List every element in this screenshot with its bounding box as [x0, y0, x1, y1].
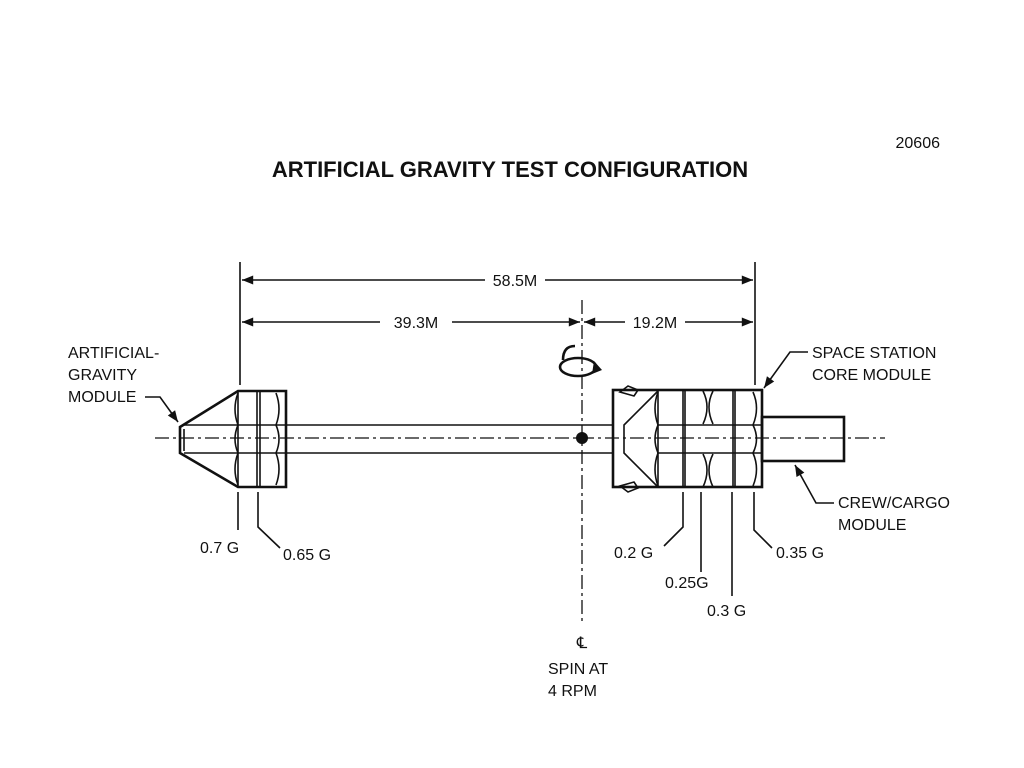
- gravity-label-0-2g: 0.2 G: [614, 545, 653, 562]
- dimension-right-label: 19.2M: [633, 315, 677, 332]
- gravity-label-0-65g: 0.65 G: [283, 547, 331, 564]
- figure-title: ARTIFICIAL GRAVITY TEST CONFIGURATION: [272, 157, 748, 182]
- spin-label-line2: 4 RPM: [548, 683, 597, 700]
- gravity-label-0-35g: 0.35 G: [776, 545, 824, 562]
- dimension-total: 58.5M: [242, 273, 754, 290]
- core-module-shape: [611, 385, 764, 493]
- ag-module-label: ARTIFICIAL- GRAVITY MODULE: [68, 345, 179, 423]
- crew-module-label-line1: CREW/CARGO: [838, 495, 950, 512]
- figure-number: 20606: [896, 135, 941, 152]
- gravity-label-0-7g: 0.7 G: [200, 540, 239, 557]
- ag-module-label-line3: MODULE: [68, 389, 136, 406]
- ag-module-label-line1: ARTIFICIAL-: [68, 345, 159, 362]
- gravity-label-0-3g: 0.3 G: [707, 603, 746, 620]
- crew-cargo-module-shape: [760, 415, 846, 463]
- dimension-split: 39.3M 19.2M: [242, 315, 754, 332]
- dimension-left-label: 39.3M: [394, 315, 438, 332]
- gravity-level-leaders: 0.7 G 0.65 G 0.2 G 0.25G 0.3 G 0.35 G: [200, 492, 824, 620]
- centerline-symbol: ℄: [576, 635, 588, 652]
- spin-label-line1: SPIN AT: [548, 661, 608, 678]
- gravity-label-0-25g: 0.25G: [665, 575, 709, 592]
- crew-module-label-line2: MODULE: [838, 517, 906, 534]
- spin-rotation-icon: [558, 344, 602, 378]
- core-module-label-line1: SPACE STATION: [812, 345, 936, 362]
- ag-module-label-line2: GRAVITY: [68, 367, 137, 384]
- extension-lines: [239, 262, 756, 385]
- core-module-label: SPACE STATION CORE MODULE: [763, 345, 936, 389]
- spin-label: ℄ SPIN AT 4 RPM: [548, 635, 608, 700]
- crew-module-label: CREW/CARGO MODULE: [794, 464, 950, 534]
- core-module-label-line2: CORE MODULE: [812, 367, 931, 384]
- truss-boom: [286, 424, 613, 454]
- artificial-gravity-module-shape: [178, 389, 288, 489]
- dimension-total-label: 58.5M: [493, 273, 537, 290]
